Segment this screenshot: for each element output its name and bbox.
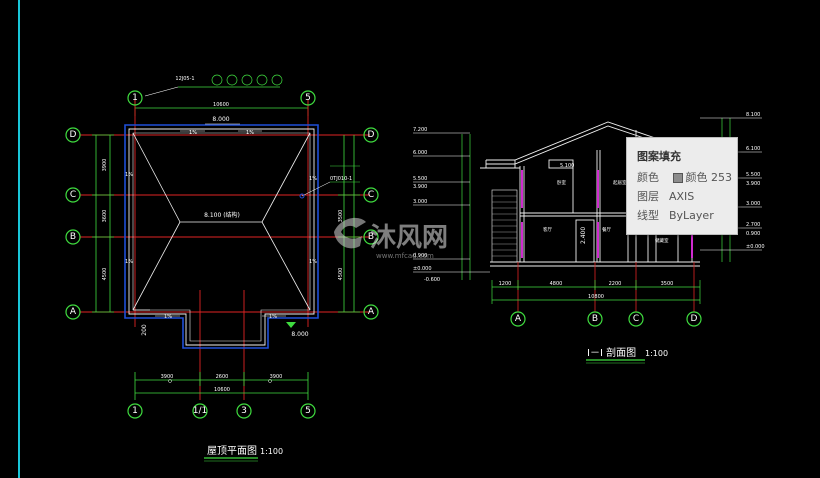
plan-grid-right-B: B [368, 232, 374, 242]
plan-grid-left-A: A [70, 307, 77, 317]
section-elev-left-3: 5.500 [413, 176, 427, 182]
section-elev-right-2: 6.100 [746, 146, 760, 152]
roof-plan: 10600 12J05-1 [65, 74, 379, 462]
plan-grid-right-A: A [368, 307, 375, 317]
section-elev-right-7: 0.900 [746, 231, 760, 237]
section-dim-3: 2200 [609, 281, 622, 287]
tooltip-value-linetype: ByLayer [669, 209, 714, 222]
section-elev-right-1: 8.100 [746, 112, 760, 118]
tooltip-value-layer: AXIS [669, 190, 695, 203]
tooltip-value-color: 颜色 253 [685, 171, 733, 184]
plan-grid-left-D: D [70, 130, 77, 140]
hatch-properties-tooltip: 图案填充 颜色 颜色 253 图层 AXIS 线型 ByLayer [626, 137, 738, 235]
section-dim-total: 10800 [588, 294, 604, 300]
section-elev-left-4: 3.900 [413, 184, 427, 190]
plan-grid-bottom-3: 3 [241, 406, 247, 416]
section-grid-C: C [633, 314, 639, 324]
plan-dim-bottom-2: 2600 [216, 374, 229, 380]
plan-slope-7: 1% [164, 314, 172, 320]
section-center-dim: 2.400 [580, 227, 587, 244]
plan-slope-1: 1% [189, 130, 197, 136]
section-dim-1: 1200 [499, 281, 512, 287]
plan-grid-bottom-5: 5 [305, 406, 311, 416]
plan-note-top: 12J05-1 [175, 76, 194, 82]
tooltip-title: 图案填充 [637, 150, 681, 163]
section-elev-left-8: -0.600 [424, 277, 440, 283]
section-elev-right-3: 5.500 [746, 172, 760, 178]
tooltip-row-color: 颜色 颜色 253 [637, 169, 732, 185]
plan-dim-bottom-3: 3900 [270, 374, 283, 380]
tooltip-key-linetype: 线型 [637, 209, 659, 222]
section-grid-D: D [691, 314, 698, 324]
section-grid-A: A [515, 314, 522, 324]
plan-slope-8: 1% [269, 314, 277, 320]
section-elev-left-2: 6.000 [413, 150, 427, 156]
section-dim-4: 3500 [661, 281, 674, 287]
plan-slope-6: 1% [309, 259, 317, 265]
section-room-3: 起居室 [613, 179, 627, 186]
section-elev-left-5: 3.000 [413, 199, 427, 205]
tooltip-key-layer: 图层 [637, 190, 659, 203]
section-center-elev: 5.100 [560, 163, 574, 169]
plan-dim-top: 10600 [213, 102, 229, 108]
plan-dim-bottom-total: 10600 [214, 387, 230, 393]
plan-grid-top-5: 5 [305, 93, 311, 103]
section-elev-right-4: 3.900 [746, 181, 760, 187]
plan-dim-right-2: 4500 [338, 268, 344, 281]
section-elev-left-7: ±0.000 [413, 266, 432, 272]
tooltip-row-layer: 图层 AXIS [637, 188, 694, 204]
watermark-text: 沐风网 [370, 223, 448, 253]
plan-grid-left-B: B [70, 232, 76, 242]
plan-ridge-label: 8.100 (结构) [204, 211, 240, 219]
plan-dim-right-1: 3500 [338, 210, 344, 223]
plan-dim-left-2: 3600 [102, 210, 108, 223]
plan-note-right: 0TJ010-1 [330, 176, 352, 182]
plan-left-elev: 200 [141, 324, 148, 336]
plan-corner-elev: 8.000 [291, 331, 308, 338]
watermark-logo-icon [334, 217, 366, 249]
section-dim-2: 4800 [550, 281, 563, 287]
plan-dim-left-1: 3900 [102, 159, 108, 172]
section-elev-right-5: 3.000 [746, 201, 760, 207]
plan-dim-bottom-1: 3900 [161, 374, 174, 380]
plan-grid-bottom-1-1: 1/1 [193, 406, 207, 416]
section-room-6: 储藏室 [655, 237, 669, 244]
section-room-4: 餐厅 [602, 226, 611, 233]
plan-slope-4: 1% [125, 259, 133, 265]
plan-title: 屋顶平面图 [207, 445, 257, 457]
color-swatch-icon [672, 173, 683, 183]
plan-grid-bottom-1: 1 [132, 406, 138, 416]
section-elev-left-1: 7.200 [413, 127, 427, 133]
plan-grid-left-C: C [70, 190, 76, 200]
plan-slope-2: 1% [246, 130, 254, 136]
section-elev-left-6: 0.900 [413, 253, 427, 259]
watermark-url: www.mfcad.com [376, 252, 434, 260]
watermark: 沐风网 www.mfcad.com [334, 217, 448, 260]
plan-grid-right-C: C [368, 190, 374, 200]
section-title: I－I 剖面图 [587, 346, 636, 359]
section-scale: 1:100 [645, 349, 668, 358]
plan-grid-right-D: D [368, 130, 375, 140]
plan-scale: 1:100 [260, 447, 283, 456]
section-elev-right-8: ±0.000 [746, 244, 765, 250]
tooltip-row-linetype: 线型 ByLayer [637, 207, 714, 223]
plan-slope-5: 1% [309, 176, 317, 182]
section-elev-right-6: 2.700 [746, 222, 760, 228]
plan-top-elev: 8.000 [212, 116, 229, 123]
tooltip-key-color: 颜色 [637, 171, 659, 184]
plan-dim-left-3: 4500 [102, 268, 108, 281]
section-room-1: 卧室 [557, 179, 566, 186]
plan-slope-3: 1% [125, 172, 133, 178]
plan-grid-top-1: 1 [132, 93, 138, 103]
section-grid-B: B [592, 314, 598, 324]
section-room-2: 客厅 [543, 226, 552, 233]
